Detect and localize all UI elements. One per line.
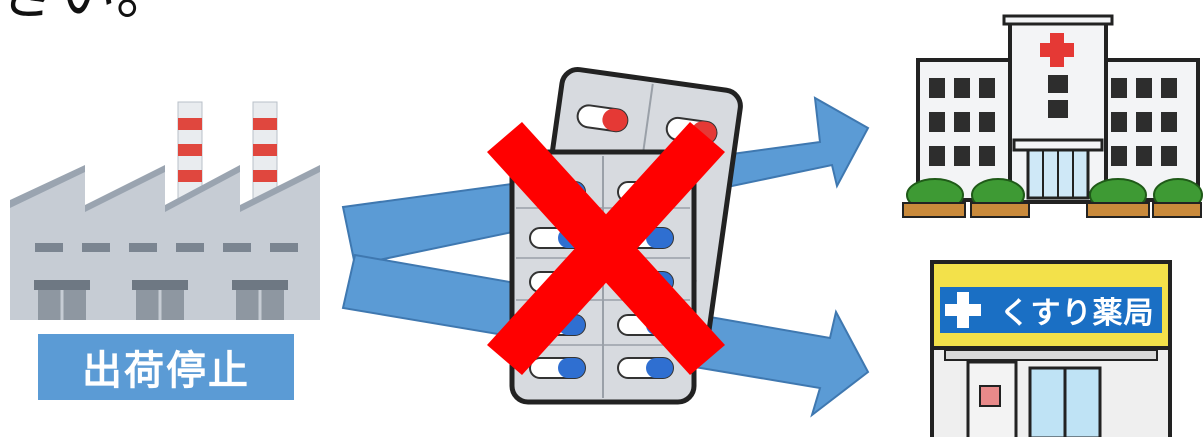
factory-icon [10,102,320,320]
shipment-stop-label: 出荷停止 [38,334,294,400]
pharmacy-sign-text: くすり薬局 [988,287,1166,333]
hospital-icon [903,16,1202,217]
factory-doors [34,280,288,320]
chimney-left [178,102,202,202]
chimney-right [253,102,277,202]
